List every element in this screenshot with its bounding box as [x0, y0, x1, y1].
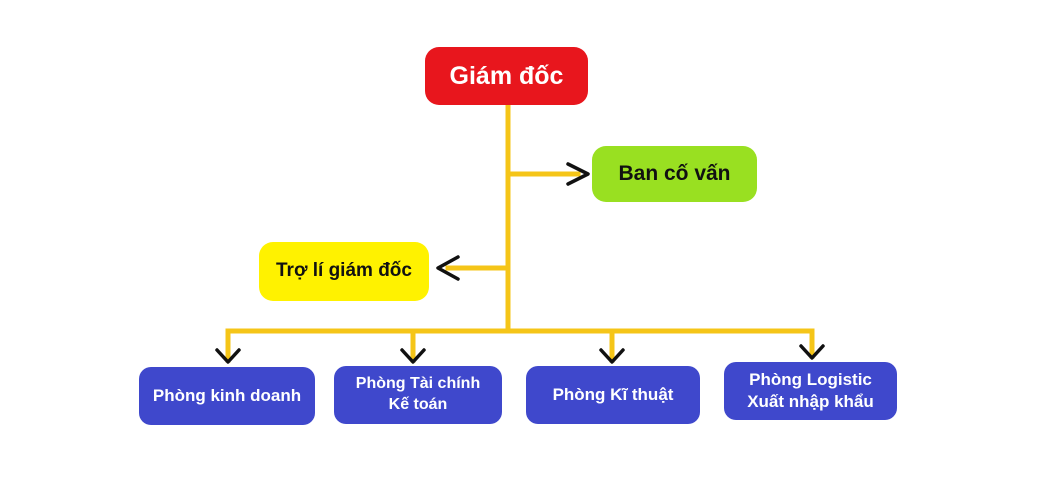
department-finance-node: Phòng Tài chính Kế toán [334, 366, 502, 424]
connector-arrows [215, 162, 825, 364]
department-finance-label-line2: Kế toán [388, 396, 448, 413]
arrowhead-logistics-icon [799, 344, 825, 360]
director-label: Giám đốc [449, 61, 564, 90]
advisory-board-node: Ban cố vấn [592, 146, 757, 202]
director-assistant-node: Trợ lí giám đốc [259, 242, 429, 301]
department-technical-node: Phòng Kĩ thuật [526, 366, 700, 424]
arrowhead-sales-icon [215, 348, 241, 364]
department-logistics-label-line1: Phòng Logistic [749, 369, 872, 389]
department-sales-label: Phòng kinh doanh [152, 385, 302, 405]
arrowhead-finance-icon [400, 348, 426, 364]
department-finance-label-line1: Phòng Tài chính [355, 375, 481, 393]
advisory-board-label: Ban cố vấn [618, 162, 731, 186]
arrowhead-technical-icon [599, 348, 625, 364]
director-node: Giám đốc [425, 47, 588, 105]
department-logistics-label-line2: Xuất nhập khẩu [747, 392, 874, 411]
department-technical-label: Phòng Kĩ thuật [552, 384, 674, 404]
arrowhead-advisory-icon [566, 162, 590, 186]
connector-lines [225, 102, 815, 363]
arrowhead-assistant-icon [436, 255, 460, 281]
department-logistics-node: Phòng Logistic Xuất nhập khẩu [724, 362, 897, 420]
department-sales-node: Phòng kinh doanh [139, 367, 315, 425]
director-assistant-label: Trợ lí giám đốc [276, 260, 412, 282]
